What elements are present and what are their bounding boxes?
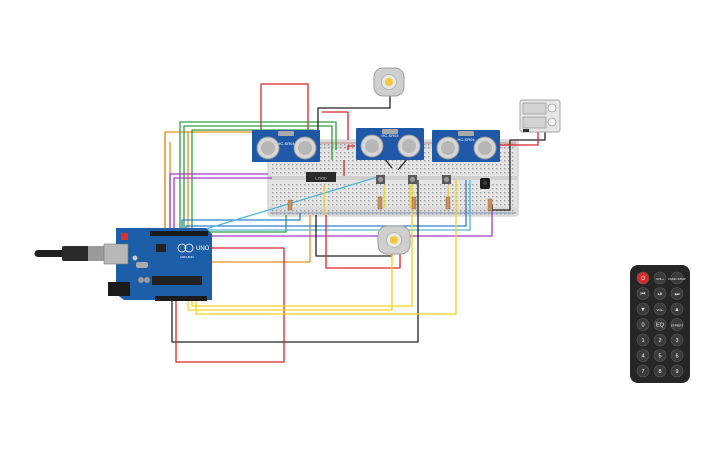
resistors[interactable]: [287, 196, 493, 212]
wire-yellow-1: [187, 250, 393, 311]
ultrasonic-sensor-2[interactable]: HC-SR04: [356, 128, 424, 160]
remote-button[interactable]: ▲: [670, 302, 684, 316]
remote-button-label: 7: [641, 369, 644, 375]
remote-button-label: ▼: [640, 307, 645, 313]
remote-button[interactable]: VOL+: [653, 271, 667, 285]
wire-red-power: [175, 247, 285, 363]
wire-green-2: [183, 125, 333, 232]
remote-button-label: 6: [675, 354, 678, 360]
battery-pack[interactable]: [519, 99, 561, 133]
remote-button[interactable]: 0: [636, 318, 650, 331]
remote-button-label: 1: [641, 338, 644, 344]
sensor-3-label: HC-SR04: [457, 137, 475, 142]
remote-button-grid[interactable]: ⏻ VOL+ FUNC STOP ⏮ ⏯ ⏭ ▼ VOL- ▲ 0 EQ ST/REPT 1 2 3 4 5 6 7…: [636, 271, 686, 378]
remote-button[interactable]: 8: [653, 364, 667, 378]
remote-button-label: EQ: [656, 323, 665, 329]
ir-remote[interactable]: ⏻ VOL+ FUNC STOP ⏮ ⏯ ⏭ ▼ VOL- ▲ 0 EQ ST/REPT 1 2 3 4 5 6 7…: [630, 265, 690, 383]
dc-motor-bottom[interactable]: [377, 225, 411, 255]
wire-blue-1: [181, 213, 301, 232]
remote-button[interactable]: 2: [653, 333, 667, 347]
wire-green-1: [179, 121, 337, 232]
dc-motor-top[interactable]: [373, 67, 405, 97]
remote-button-label: FUNC STOP: [668, 277, 685, 281]
remote-button[interactable]: ST/REPT: [671, 318, 684, 331]
remote-button[interactable]: ⏯: [653, 287, 667, 300]
arduino-logo-text: UNO: [196, 246, 210, 252]
remote-button-label: 9: [675, 369, 678, 375]
remote-button-label: 0: [641, 323, 644, 329]
ic-chip-label: L293D: [315, 177, 326, 181]
remote-button[interactable]: EQ: [653, 318, 667, 331]
remote-button-label: 2: [658, 338, 661, 344]
remote-button[interactable]: 7: [636, 364, 650, 378]
remote-button-label: VOL-: [656, 308, 663, 312]
wire-red-bb-1: [347, 145, 355, 150]
wires: [164, 83, 546, 363]
remote-button[interactable]: ▼: [636, 302, 650, 316]
wire-red-top: [260, 83, 309, 140]
ic-chip[interactable]: L293D: [306, 172, 336, 182]
remote-button-label: ▲: [674, 307, 679, 313]
remote-button[interactable]: ⏮: [636, 287, 650, 300]
ir-receiver[interactable]: [480, 178, 490, 189]
remote-button[interactable]: 6: [670, 349, 684, 362]
remote-button[interactable]: ⏻: [636, 271, 650, 285]
wire-purple: [169, 173, 272, 232]
remote-button[interactable]: 4: [636, 349, 650, 362]
remote-button[interactable]: ⏭: [670, 287, 684, 300]
remote-button[interactable]: 3: [670, 333, 684, 347]
remote-button-label: ⏯: [658, 292, 662, 298]
sensor-2-label: HC-SR04: [381, 133, 399, 138]
wire-yellow-2: [191, 180, 413, 307]
remote-button[interactable]: 9: [670, 364, 684, 378]
remote-button-label: ⏻: [641, 275, 646, 282]
remote-button-label: ST/REPT: [671, 324, 684, 328]
wire-red-right: [500, 130, 539, 146]
wire-yellow-3: [195, 180, 457, 315]
remote-button-label: 8: [658, 369, 661, 375]
wire-red-bb-2: [322, 111, 349, 140]
arduino-brand-text: ARDUINO: [180, 255, 195, 259]
wire-black-bottom: [171, 180, 419, 343]
wire-red-motor: [325, 215, 401, 269]
remote-button[interactable]: 5: [653, 349, 667, 362]
wire-orange-2: [164, 132, 311, 263]
pushbuttons[interactable]: [376, 175, 451, 184]
ultrasonic-sensor-1[interactable]: HC-SR04: [252, 130, 320, 162]
remote-button[interactable]: 1: [636, 333, 650, 347]
remote-button-label: VOL+: [656, 277, 664, 281]
remote-button-label: ⏮: [641, 292, 646, 298]
ultrasonic-sensor-3[interactable]: HC-SR04: [432, 130, 500, 162]
remote-button-label: ⏭: [675, 292, 680, 298]
remote-button-label: 4: [641, 354, 644, 360]
arduino-uno[interactable]: UNO ARDUINO: [34, 228, 213, 301]
remote-button[interactable]: VOL-: [653, 302, 667, 316]
remote-button-label: 5: [658, 354, 661, 360]
remote-button[interactable]: FUNC STOP: [668, 271, 686, 285]
remote-button-label: 3: [675, 338, 678, 344]
wire-black-top: [317, 95, 391, 140]
wire-green-4: [198, 215, 287, 233]
sensor-1-label: HC-SR04: [277, 141, 295, 146]
